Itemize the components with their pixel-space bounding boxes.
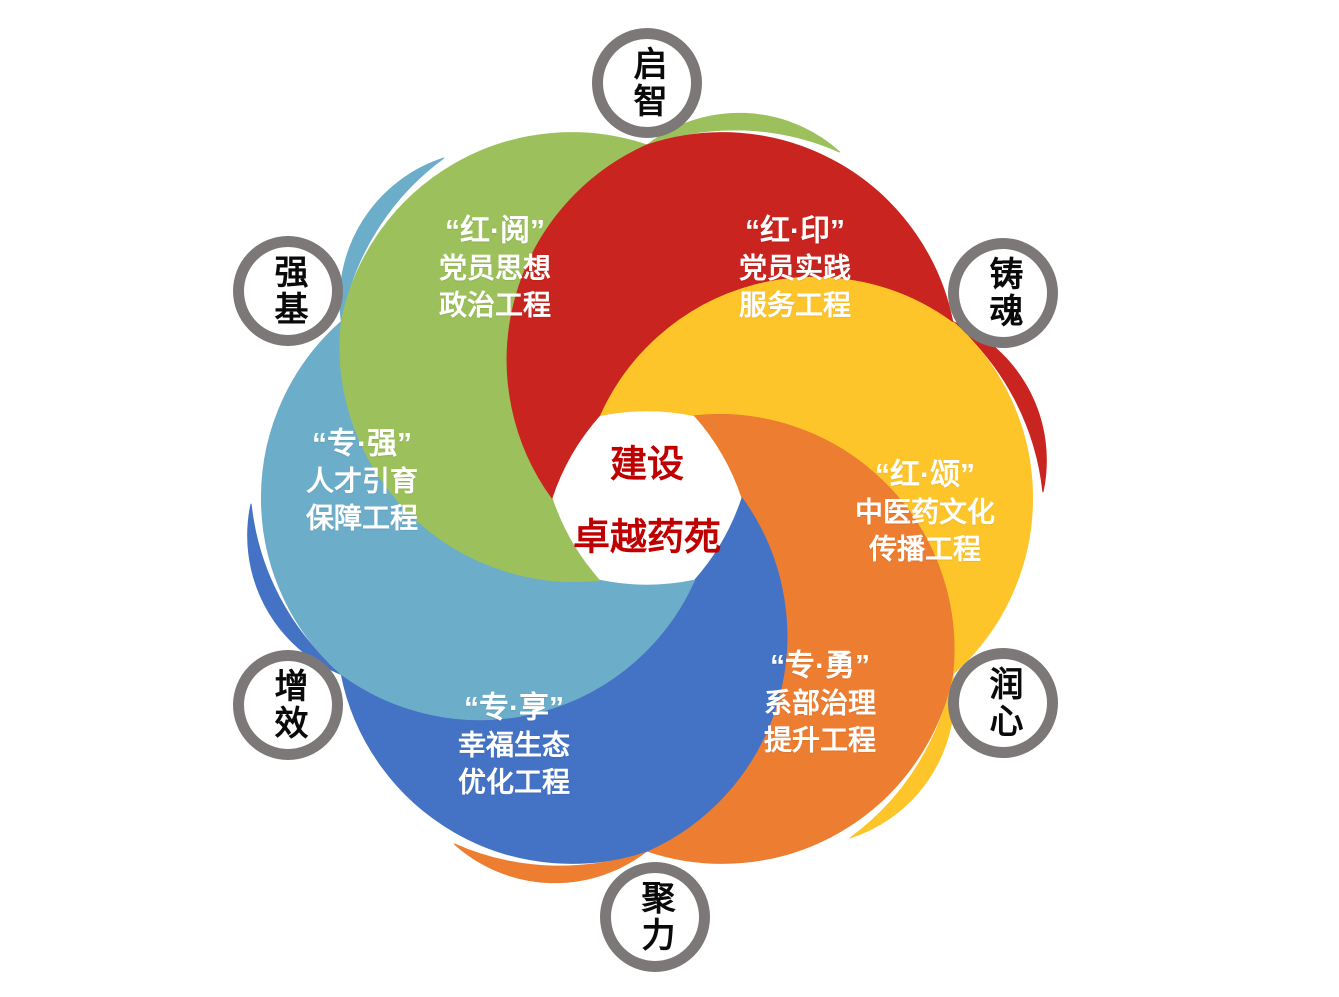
badge-label: 聚力 bbox=[636, 880, 675, 954]
petal-line: 人才引育 bbox=[305, 465, 419, 497]
center-title-line2: 卓越药苑 bbox=[573, 516, 721, 558]
badge-label: 润心 bbox=[984, 666, 1023, 740]
badge-juli: 聚力 bbox=[600, 862, 710, 972]
petal-line: 党员实践 bbox=[738, 252, 852, 284]
petal-quote: “专·强” bbox=[311, 427, 412, 461]
center-title-line1: 建设 bbox=[610, 443, 684, 485]
petal-line: 系部治理 bbox=[763, 687, 877, 719]
petal-quote: “红·印” bbox=[744, 214, 845, 248]
badge-qizhi: 启智 bbox=[592, 28, 702, 138]
horn-yellow bbox=[849, 674, 955, 839]
petal-line: 党员思想 bbox=[438, 252, 552, 284]
petal-label-blue: “专·享” 幸福生态 优化工程 bbox=[458, 690, 570, 801]
badge-label: 铸魂 bbox=[984, 256, 1023, 330]
petal-quote: “红·阅” bbox=[444, 214, 545, 248]
petal-label-green: “红·阅” 党员思想 政治工程 bbox=[439, 213, 551, 324]
petal-quote: “红·颂” bbox=[874, 458, 975, 492]
petal-label-teal: “专·强” 人才引育 保障工程 bbox=[306, 426, 418, 537]
badge-label: 增效 bbox=[269, 668, 308, 742]
petal-label-orange: “专·勇” 系部治理 提升工程 bbox=[764, 648, 876, 759]
badge-zhuhun: 铸魂 bbox=[948, 238, 1058, 348]
petal-line: 优化工程 bbox=[457, 766, 571, 798]
petal-line: 服务工程 bbox=[738, 289, 852, 321]
center-title: 建设 卓越药苑 bbox=[573, 434, 721, 561]
horn-orange bbox=[453, 843, 648, 884]
petal-line: 传播工程 bbox=[868, 533, 982, 565]
petal-line: 政治工程 bbox=[438, 289, 552, 321]
horn-red bbox=[952, 321, 1047, 493]
petal-line: 中医药文化 bbox=[854, 496, 996, 528]
badge-label: 强基 bbox=[269, 254, 308, 328]
horn-green bbox=[646, 112, 841, 153]
horn-blue bbox=[247, 503, 342, 675]
petal-quote: “专·勇” bbox=[769, 649, 870, 683]
petal-label-yellow: “红·颂” 中医药文化 传播工程 bbox=[855, 457, 995, 568]
petal-red bbox=[506, 132, 954, 500]
petal-quote: “专·享” bbox=[463, 691, 564, 725]
badge-zengxiao: 增效 bbox=[233, 650, 343, 760]
badge-qiangji: 强基 bbox=[233, 236, 343, 346]
horn-teal bbox=[339, 157, 445, 322]
petal-label-red: “红·印” 党员实践 服务工程 bbox=[739, 213, 851, 324]
petal-line: 幸福生态 bbox=[457, 729, 571, 761]
petal-line: 保障工程 bbox=[305, 502, 419, 534]
petal-line: 提升工程 bbox=[763, 724, 877, 756]
badge-runxin: 润心 bbox=[948, 648, 1058, 758]
badge-label: 启智 bbox=[628, 46, 667, 120]
